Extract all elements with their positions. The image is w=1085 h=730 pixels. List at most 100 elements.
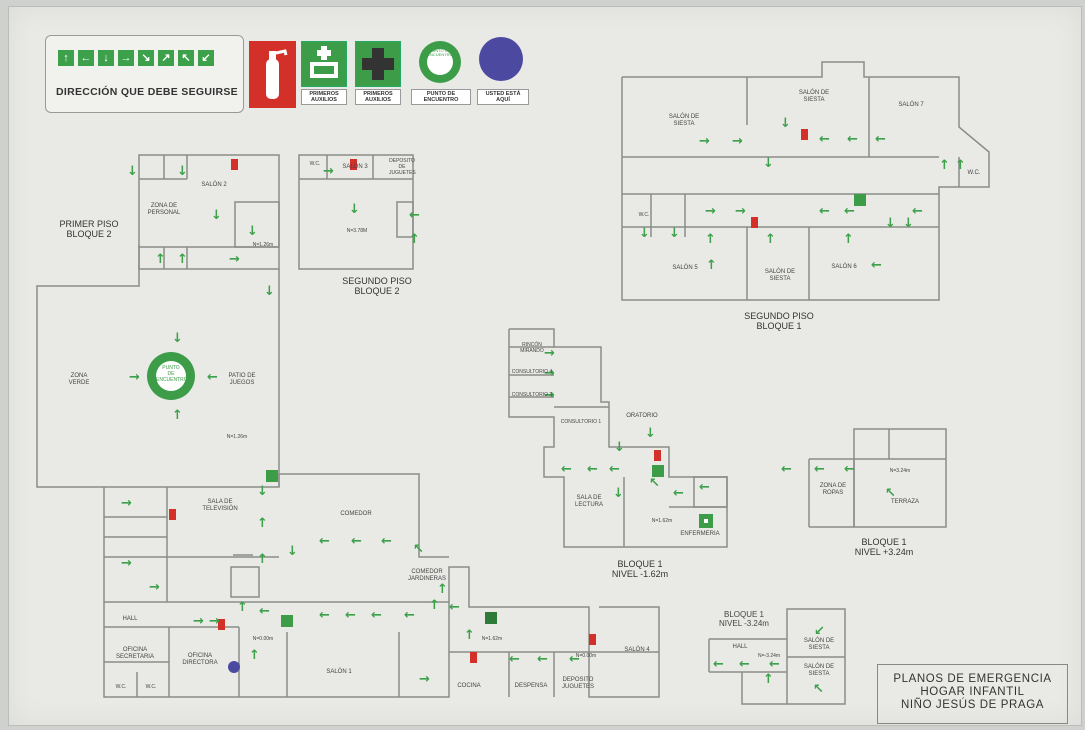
- svg-text:↓: ↓: [247, 224, 258, 239]
- arrow-left-icon: ←: [78, 50, 94, 66]
- svg-text:←: ←: [673, 486, 684, 501]
- room-punto-encuentro: PUNTO DE ENCUENTRO: [156, 365, 188, 383]
- level-salon2: N=1.26m: [252, 242, 274, 248]
- svg-text:↑: ↑: [172, 408, 183, 423]
- arrow-down-icon: ↓: [98, 50, 114, 66]
- svg-text:↑: ↑: [257, 552, 268, 567]
- room-salon-siesta-a: SALÓN DE SIESTA: [668, 114, 700, 127]
- svg-text:←: ←: [449, 600, 460, 615]
- svg-text:↓: ↓: [211, 208, 222, 223]
- first-aid-cross-icon: [355, 41, 401, 87]
- arrow-up-right-icon: ↗: [158, 50, 174, 66]
- room-salon6: SALÓN 6: [831, 264, 857, 270]
- floor-plans-drawing: ↓↓↓ ↑↑→ ↓↓→ ↓↑← ↓→← ↑↓↑ ↑↓← ←←↖ →→→ ↑→→ …: [36, 61, 990, 705]
- level-deposito: N=0.00m: [575, 653, 597, 659]
- room-patio-juegos: PATIO DE JUEGOS: [228, 373, 256, 386]
- svg-text:↑: ↑: [409, 232, 420, 247]
- room-hall-2: HALL: [732, 644, 748, 650]
- plan-label-b1-nm324: BLOQUE 1 NIVEL -3.24m: [719, 610, 769, 629]
- room-sala-lectura: SALA DE LECTURA: [574, 495, 603, 508]
- svg-text:↓: ↓: [614, 440, 625, 455]
- room-salon-siesta-c: SALÓN DE SIESTA: [764, 269, 796, 282]
- svg-text:→: →: [193, 614, 204, 629]
- svg-text:→: →: [149, 580, 160, 595]
- room-oficina-directora: OFICINA DIRECTORA: [182, 653, 218, 666]
- svg-text:←: ←: [912, 204, 923, 219]
- room-despensa: DESPENSA: [514, 683, 548, 689]
- svg-text:↑: ↑: [429, 598, 440, 613]
- svg-text:↓: ↓: [287, 544, 298, 559]
- svg-text:←: ←: [319, 608, 330, 623]
- room-cocina: COCINA: [457, 683, 481, 689]
- you-are-here-icon: [479, 37, 523, 81]
- room-wc-1: W.C.: [115, 684, 127, 690]
- first-aid-label: PRIMEROS AUXILIOS: [301, 89, 347, 106]
- room-comedor: COMEDOR: [340, 511, 372, 517]
- svg-text:↖: ↖: [413, 542, 424, 557]
- walls: [36, 61, 990, 705]
- svg-text:→: →: [121, 496, 132, 511]
- svg-text:↖: ↖: [885, 486, 896, 501]
- room-zona-verde: ZONA VERDE: [68, 373, 90, 386]
- svg-text:↓: ↓: [885, 216, 896, 231]
- svg-text:→: →: [544, 346, 555, 361]
- room-salon-siesta-e: SALÓN DE SIESTA: [803, 664, 835, 677]
- title-line-3: NIÑO JESÚS DE PRAGA: [900, 699, 1045, 712]
- svg-text:←: ←: [847, 132, 858, 147]
- arrow-down-right-icon: ↘: [138, 50, 154, 66]
- room-rincon-mirando: RINCÓN MIRANDO: [520, 342, 544, 354]
- level-cocina: N=1.62m: [481, 636, 503, 642]
- svg-text:←: ←: [871, 258, 882, 273]
- svg-text:→: →: [229, 252, 240, 267]
- svg-text:←: ←: [819, 132, 830, 147]
- room-terraza: TERRAZA: [890, 499, 919, 505]
- svg-text:↓: ↓: [780, 116, 791, 131]
- room-salon3: SALÓN 3: [342, 164, 368, 170]
- extinguisher-markers: [169, 129, 808, 663]
- room-wc-2: W.C.: [145, 684, 157, 690]
- level-terraza: N=3.24m: [889, 468, 911, 474]
- svg-text:↓: ↓: [613, 486, 624, 501]
- room-deposito-juguetes: DEPOSITO DE JUGUETES: [389, 158, 416, 176]
- svg-text:←: ←: [561, 462, 572, 477]
- svg-text:→: →: [544, 388, 555, 403]
- svg-text:←: ←: [609, 462, 620, 477]
- svg-text:→: →: [732, 134, 743, 149]
- arrow-down-left-icon: ↙: [198, 50, 214, 66]
- svg-text:↓: ↓: [177, 164, 188, 179]
- svg-text:←: ←: [587, 462, 598, 477]
- plan-label-b1-n324: BLOQUE 1 NIVEL +3.24m: [854, 537, 914, 558]
- svg-text:↓: ↓: [127, 164, 138, 179]
- plan-label-b1-n162: BLOQUE 1 NIVEL -1.62m: [611, 559, 669, 580]
- svg-text:←: ←: [351, 534, 362, 549]
- svg-text:↖: ↖: [649, 476, 660, 491]
- level-hall: N=0.00m: [252, 636, 274, 642]
- svg-text:↖: ↖: [813, 682, 824, 697]
- meeting-point-icon: PUNTO DE ENCUENTRO: [419, 41, 461, 83]
- first-aid-markers: [266, 194, 866, 627]
- level-b1-nm324: N=-3.24m: [757, 653, 781, 659]
- room-comedor-jardineras: COMEDOR JARDINERAS: [407, 569, 446, 582]
- evacuation-arrows: ↓↓↓ ↑↑→ ↓↓→ ↓↑← ↓→← ↑↓↑ ↑↓← ←←↖ →→→ ↑→→ …: [121, 116, 966, 697]
- svg-text:←: ←: [699, 480, 710, 495]
- svg-text:→: →: [735, 204, 746, 219]
- svg-text:↓: ↓: [257, 484, 268, 499]
- plan-label-primer-piso-b2: PRIMER PISO BLOQUE 2: [59, 219, 119, 240]
- first-aid-label-2: PRIMEROS AUXILIOS: [355, 89, 401, 106]
- svg-text:↑: ↑: [464, 628, 475, 643]
- meeting-point-marker: [147, 352, 195, 400]
- svg-text:↑: ↑: [765, 232, 776, 247]
- svg-text:→: →: [705, 204, 716, 219]
- svg-text:→: →: [419, 672, 430, 687]
- you-are-here-label: USTED ESTÁ AQUÍ: [477, 89, 529, 106]
- room-salon1: SALÓN 1: [326, 669, 352, 675]
- svg-text:↙: ↙: [814, 624, 825, 639]
- svg-text:↑: ↑: [843, 232, 854, 247]
- title-block: PLANOS DE EMERGENCIA HOGAR INFANTIL NIÑO…: [877, 664, 1068, 724]
- legend-title: DIRECCIÓN QUE DEBE SEGUIRSE: [56, 86, 238, 98]
- room-consultorio1: CONSULTORIO 1: [560, 419, 602, 425]
- svg-text:↓: ↓: [264, 284, 275, 299]
- svg-text:↑: ↑: [257, 516, 268, 531]
- svg-text:→: →: [209, 614, 220, 629]
- svg-text:→: →: [699, 134, 710, 149]
